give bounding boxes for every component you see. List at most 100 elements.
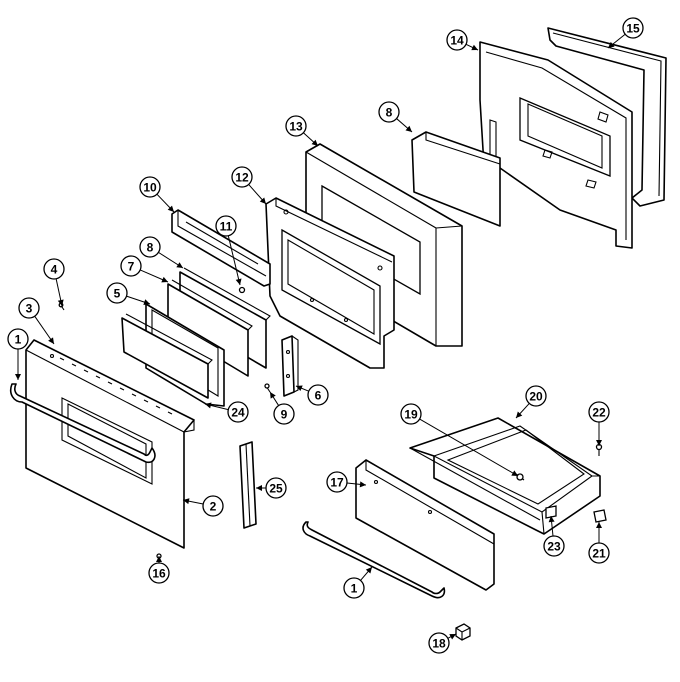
callout-1: 1 <box>7 328 29 380</box>
callout-circle <box>227 401 249 423</box>
callout-12: 12 <box>231 166 267 205</box>
callout-arrowhead <box>548 516 555 523</box>
callout-number: 8 <box>147 241 154 255</box>
part-7-glass <box>167 279 253 377</box>
callout-number: 2 <box>210 500 217 514</box>
callout-8: 8 <box>378 101 413 133</box>
part-9-screw <box>264 383 271 393</box>
callout-number: 7 <box>128 260 135 274</box>
callout-circle <box>7 328 29 350</box>
callout-circle <box>265 477 287 499</box>
callout-17: 17 <box>326 471 367 493</box>
callout-circle <box>622 17 644 39</box>
part-11-screw <box>238 286 246 294</box>
callout-circle <box>588 401 610 423</box>
part-1-door-handle <box>9 383 156 464</box>
callout-7: 7 <box>120 255 169 283</box>
callout-4: 4 <box>43 258 65 307</box>
callout-number: 15 <box>626 22 640 36</box>
callout-number: 4 <box>51 263 58 277</box>
part-12-door-panel <box>265 197 395 369</box>
callout-arrowhead <box>596 440 602 446</box>
callout-19: 19 <box>400 403 519 477</box>
callout-6: 6 <box>295 384 329 406</box>
callout-18: 18 <box>428 632 457 654</box>
part-10-bracket <box>171 209 271 287</box>
callout-circle <box>285 115 307 137</box>
callout-20: 20 <box>515 385 547 419</box>
callout-number: 1 <box>351 582 358 596</box>
part-17-drawer-front <box>355 459 495 591</box>
callout-5: 5 <box>106 282 151 305</box>
callout-15: 15 <box>607 17 644 49</box>
callout-arrowhead <box>259 197 266 204</box>
callout-circle <box>215 215 237 237</box>
part-6-hinge-bracket <box>281 335 299 397</box>
callout-arrowhead <box>596 522 602 528</box>
callout-11: 11 <box>215 215 242 286</box>
callout-number: 18 <box>432 637 446 651</box>
callout-arrowhead <box>511 470 518 476</box>
part-1-drawer-handle <box>302 521 446 599</box>
callout-number: 5 <box>114 287 121 301</box>
callout-number: 14 <box>450 34 464 48</box>
part-13-door-frame <box>305 143 463 347</box>
callout-number: 25 <box>269 482 283 496</box>
callout-2: 2 <box>182 495 224 517</box>
callout-25: 25 <box>256 477 287 499</box>
callout-arrowhead <box>205 402 212 409</box>
part-19-screw <box>515 473 525 481</box>
callout-arrowhead <box>15 374 21 380</box>
callout-arrowhead <box>183 498 190 505</box>
callout-arrowhead <box>235 278 242 285</box>
callout-arrowhead <box>608 41 615 48</box>
callout-circle <box>18 297 40 319</box>
part-22-screw <box>595 443 603 456</box>
callout-number: 20 <box>529 390 543 404</box>
callout-22: 22 <box>588 401 610 446</box>
callout-circle <box>400 403 422 425</box>
callout-circle <box>307 384 329 406</box>
callout-14: 14 <box>446 29 479 51</box>
callout-circle <box>378 101 400 123</box>
callout-arrowhead <box>516 411 523 418</box>
callout-arrowhead <box>161 276 168 283</box>
part-21-clip <box>593 509 607 523</box>
callout-circle <box>139 236 161 258</box>
part-23-clip <box>545 505 557 519</box>
callout-number: 16 <box>152 567 166 581</box>
callout-circle <box>446 29 468 51</box>
callout-number: 1 <box>15 333 22 347</box>
callout-circle <box>273 403 295 425</box>
callout-circle <box>543 535 565 557</box>
callout-number: 13 <box>289 120 303 134</box>
callout-number: 9 <box>281 408 288 422</box>
callout-number: 21 <box>592 547 606 561</box>
callout-arrowhead <box>471 44 478 51</box>
callout-24: 24 <box>204 401 249 423</box>
callout-circle <box>120 255 142 277</box>
callout-arrowhead <box>270 392 276 399</box>
callout-arrowhead <box>48 337 54 344</box>
callout-arrowhead <box>256 485 262 491</box>
callout-10: 10 <box>139 176 175 213</box>
callout-arrowhead <box>311 139 318 146</box>
callout-16: 16 <box>148 556 170 584</box>
callout-circle <box>343 577 365 599</box>
callout-circle <box>588 542 610 564</box>
callout-number: 12 <box>235 171 249 185</box>
callout-arrowhead <box>167 205 174 212</box>
part-5-glass <box>121 313 213 399</box>
callout-arrowhead <box>359 481 366 488</box>
part-8-glass-upper <box>411 131 501 227</box>
callout-circle <box>231 166 253 188</box>
callout-arrowhead <box>156 556 162 562</box>
callout-23: 23 <box>543 515 565 557</box>
callout-13: 13 <box>285 115 319 147</box>
part-25-side-trim <box>239 441 257 529</box>
callout-circle <box>428 632 450 654</box>
callout-circle <box>148 562 170 584</box>
callout-circle <box>43 258 65 280</box>
